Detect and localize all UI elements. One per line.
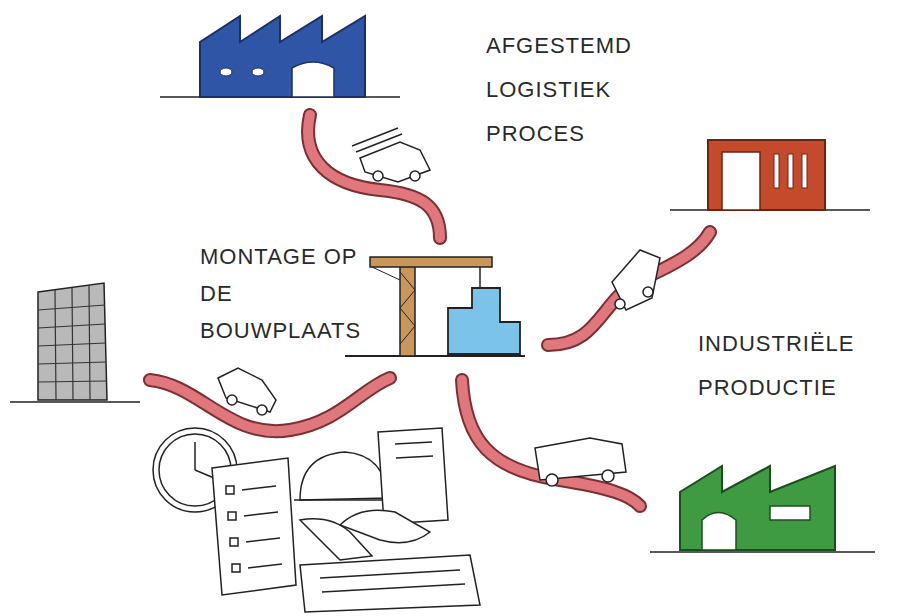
planning-sketch-part [194,442,196,470]
vehicles-part [612,250,660,310]
planning-sketch-part-part [228,512,236,520]
planning-sketch-part [300,519,372,560]
vehicles-part [352,128,398,146]
construction-site-part [372,267,400,280]
grid-building-part-part [89,285,90,400]
vehicles-part [602,470,614,482]
vehicles-part [218,368,276,412]
planning-sketch-part [226,486,282,572]
planning-sketch-part-part [246,538,280,542]
green-factory [650,466,875,552]
annotation-text: INDUSTRIËLE PRODUCTIE [698,322,893,410]
construction-site-part [479,267,481,290]
grid-building-part-part [38,343,106,346]
planning-sketch-part [396,456,433,458]
red-building-part [788,154,793,188]
site-heading: MONTAGE OP DE BOUWPLAATS [200,238,368,349]
planning-sketch-part-part [244,512,278,516]
grid-building [10,283,140,402]
planning-sketch-part [195,470,214,478]
roads-part-part [548,232,710,345]
grid-building-part-part [38,305,105,310]
planning-sketch-part [322,584,465,592]
planning-sketch-part [294,499,395,501]
grid-building-part-part [38,362,106,364]
vehicles-part [227,395,237,405]
construction-site [345,257,525,356]
construction-site-part [345,355,525,357]
roads-part-part [462,380,640,506]
planning-sketch-part [395,442,432,444]
red-building-part [802,154,807,188]
green-factory-part [770,506,810,520]
blue-factory-part [252,68,264,76]
red-building-part [774,154,779,188]
grid-building-part [38,285,107,400]
roads-part-part [462,380,640,506]
vehicles-part [410,171,420,181]
construction-site-part [400,272,415,344]
vehicles-part [356,134,402,152]
planning-sketch [153,428,480,612]
blue-factory-part [292,62,334,97]
red-building-part [722,152,760,210]
planning-sketch-part [378,428,448,524]
annotation-text: AFGESTEMD LOGISTIEK PROCES [486,24,656,156]
roads-part-part [308,115,440,238]
planning-sketch-part-part [230,538,238,546]
planning-sketch-part-part [242,486,276,490]
planning-sketch-part-part [248,564,282,568]
planning-sketch-part [300,452,388,500]
vehicles-part [546,474,558,486]
green-factory-part [702,513,736,551]
planning-sketch-part [300,555,480,612]
grid-building-part-part [38,381,107,382]
vehicles-part [615,299,625,309]
construction-site-part [448,288,520,354]
planning-sketch-part [212,458,296,595]
vehicles-part [257,405,267,415]
planning-sketch-part-part [232,564,240,572]
green-factory-part [650,551,875,553]
site-node: MONTAGE OP DE BOUWPLAATS [365,252,530,358]
red-building-part [708,140,825,210]
blue-factory-part [220,68,232,76]
blue-factory-part [200,16,365,97]
vehicles-part [373,171,383,181]
blue-factory [160,16,400,97]
grid-building-part [10,401,140,403]
planning-sketch-part-part [226,486,234,494]
green-factory-part [680,466,835,550]
construction-site-part [370,257,492,267]
grid-building-part [38,283,107,400]
roads-part-part [548,232,710,345]
grid-building-part-part [38,324,105,328]
construction-site-part [400,262,415,356]
planning-sketch-part [320,570,460,578]
red-building [670,140,870,210]
vehicles-part [360,142,430,182]
roads-part-part [308,115,440,238]
vehicles-part [643,287,653,297]
